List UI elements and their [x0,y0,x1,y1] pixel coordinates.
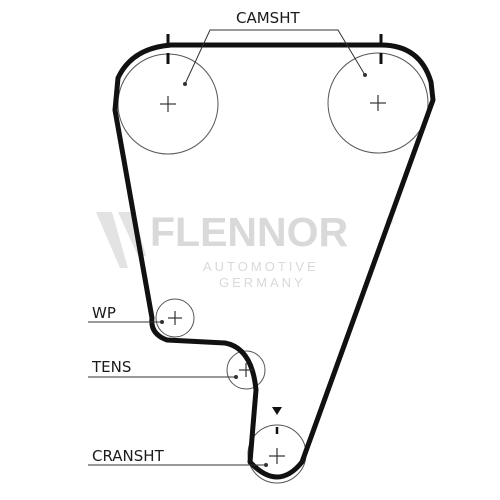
label-water-pump: WP [92,304,116,322]
label-tensioner: TENS [91,358,131,376]
flennor-logo-icon [96,212,128,268]
timing-marks [166,34,383,434]
center-crosses [160,95,386,464]
leader-lines [88,29,367,467]
label-camshaft: CAMSHT [236,9,300,27]
watermark-line1: AUTOMOTIVE [203,259,319,274]
timing-belt [112,42,436,480]
watermark-brand: FLENNOR [150,209,348,255]
label-crankshaft: CRANSHT [92,447,165,465]
watermark-line2: GERMANY [219,275,306,290]
crank-timing-arrow-icon [272,407,282,415]
